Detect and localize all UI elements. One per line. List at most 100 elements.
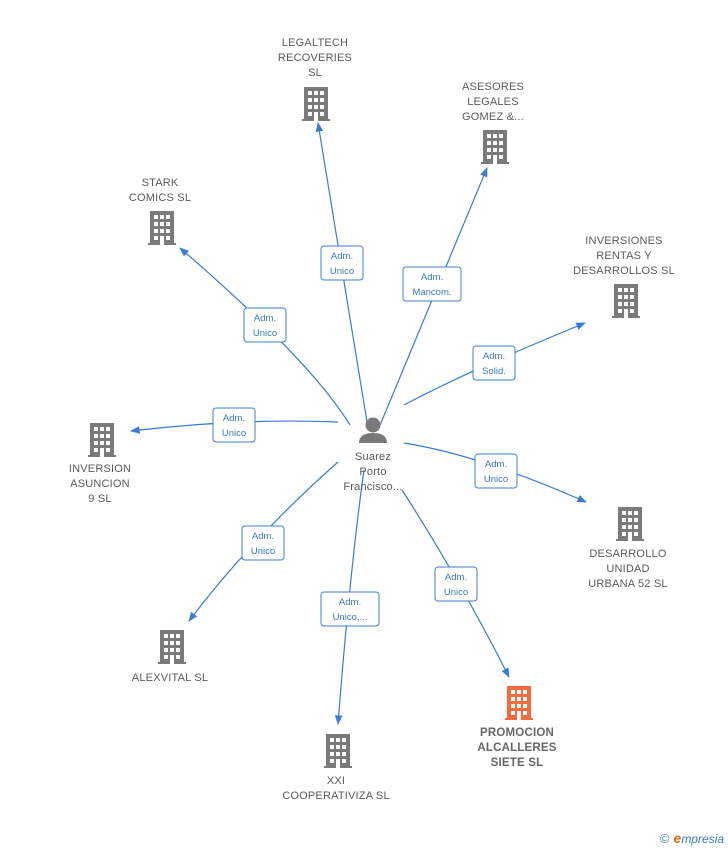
company-node-legaltech[interactable]: LEGALTECH RECOVERIES SL — [278, 37, 352, 121]
company-node-promocion[interactable]: PROMOCION ALCALLERES SIETE SL — [477, 686, 557, 769]
edge-line-xxi — [334, 469, 365, 725]
copyright-icon: © — [659, 831, 670, 846]
company-name-line: ALCALLERES — [477, 742, 556, 754]
company-name-line: GOMEZ &... — [462, 111, 524, 123]
company-name-line: LEGALTECH — [282, 37, 348, 49]
company-name-line: ASESORES — [462, 81, 524, 93]
edge-line-stark — [179, 247, 351, 426]
edge-label-box — [320, 591, 380, 627]
company-node-alexvital[interactable]: ALEXVITAL SL — [132, 630, 208, 684]
brand-watermark: ©empresia — [660, 830, 724, 846]
edge-label-xxi[interactable]: Adm. Unico,... — [320, 591, 380, 627]
edge-label-asesores[interactable]: Adm. Mancom. — [402, 266, 462, 302]
edge-label-inversion[interactable]: Adm. Unico — [212, 407, 256, 443]
company-name-line: INVERSIONES — [585, 235, 662, 247]
company-name-line: COMICS SL — [129, 192, 191, 204]
edge-legaltech: Adm. Unico — [315, 122, 369, 429]
edge-label-line: Unico — [222, 428, 246, 439]
edge-line-legaltech — [315, 122, 369, 429]
edge-promocion: Adm. Unico — [401, 489, 510, 678]
building-icon — [302, 87, 330, 121]
building-icon — [148, 211, 176, 245]
edge-label-legaltech[interactable]: Adm. Unico — [320, 245, 364, 281]
center-name-line: Francisco... — [343, 481, 402, 493]
company-name-line: STARK — [142, 177, 179, 189]
company-node-desarrollo[interactable]: DESARROLLO UNIDAD URBANA 52 SL — [588, 507, 668, 590]
building-icon — [616, 507, 644, 541]
center-name-line: Suarez — [355, 451, 391, 463]
edge-label-box — [434, 566, 478, 602]
company-node-stark[interactable]: STARK COMICS SL — [129, 177, 191, 245]
edge-label-line: Solid. — [482, 366, 506, 377]
edge-label-box — [320, 245, 364, 281]
edge-label-line: Adm. — [485, 459, 507, 470]
edge-label-inversiones[interactable]: Adm. Solid. — [472, 345, 516, 381]
building-icon — [481, 130, 509, 164]
edge-label-line: Adm. — [421, 272, 443, 283]
edge-label-line: Unico — [253, 328, 277, 339]
edge-inversion: Adm. Unico — [130, 407, 339, 443]
company-node-xxi[interactable]: XXI COOPERATIVIZA SL — [282, 734, 390, 802]
company-name-line: ASUNCION — [70, 478, 130, 490]
edge-label-line: Adm. — [223, 413, 245, 424]
edge-label-alexvital[interactable]: Adm. Unico — [241, 525, 285, 561]
company-name-line: RECOVERIES — [278, 52, 352, 64]
building-icon — [158, 630, 186, 664]
center-name-line: Porto — [359, 466, 386, 478]
company-name-line: INVERSION — [69, 463, 131, 475]
edge-label-line: Adm. — [483, 351, 505, 362]
edge-label-box — [241, 525, 285, 561]
edge-label-line: Unico — [251, 546, 275, 557]
edge-label-line: Unico — [330, 266, 354, 277]
edges-layer: Adm.UnicoAdm.Mancom.Adm.UnicoAdm.Solid.A… — [130, 122, 587, 725]
edge-line-asesores — [377, 167, 488, 431]
edge-label-line: Mancom. — [412, 287, 451, 298]
edge-label-desarrollo[interactable]: Adm. Unico — [474, 453, 518, 489]
company-name-line: SL — [308, 67, 322, 79]
building-icon — [505, 686, 533, 720]
company-node-inversiones[interactable]: INVERSIONES RENTAS Y DESARROLLOS SL — [573, 235, 675, 318]
edge-asesores: Adm. Mancom. — [377, 167, 488, 431]
company-node-inversion[interactable]: INVERSION ASUNCION 9 SL — [69, 423, 131, 505]
edge-label-line: Unico — [444, 587, 468, 598]
company-name-line: PROMOCION — [480, 727, 554, 739]
edge-label-line: Unico,... — [333, 612, 368, 623]
edge-label-stark[interactable]: Adm. Unico — [243, 307, 287, 343]
company-name-line: 9 SL — [88, 493, 111, 505]
edge-desarrollo: Adm. Unico — [403, 442, 587, 503]
edge-label-box — [243, 307, 287, 343]
brand-logo-text: mpresia — [681, 832, 724, 846]
edge-label-box — [472, 345, 516, 381]
edge-label-box — [402, 266, 462, 302]
edge-label-line: Adm. — [252, 531, 274, 542]
edge-label-line: Unico — [484, 474, 508, 485]
company-name-line: UNIDAD — [606, 563, 649, 575]
company-name-line: RENTAS Y — [596, 250, 652, 262]
company-node-asesores[interactable]: ASESORES LEGALES GOMEZ &... — [462, 81, 524, 164]
edge-label-promocion[interactable]: Adm. Unico — [434, 566, 478, 602]
company-name-line: ALEXVITAL SL — [132, 672, 208, 684]
edge-label-line: Adm. — [339, 597, 361, 608]
company-name-line: LEGALES — [467, 96, 519, 108]
company-name-line: DESARROLLOS SL — [573, 265, 675, 277]
company-name-line: XXI — [327, 775, 345, 787]
edge-xxi: Adm. Unico,... — [320, 469, 380, 725]
edge-label-line: Adm. — [254, 313, 276, 324]
company-name-line: DESARROLLO — [589, 548, 666, 560]
edge-label-line: Adm. — [445, 572, 467, 583]
company-name-line: SIETE SL — [491, 757, 544, 769]
company-name-line: URBANA 52 SL — [588, 578, 667, 590]
edge-alexvital: Adm. Unico — [188, 461, 339, 622]
nodes-layer: LEGALTECH RECOVERIES SL ASESORES LEGALES GOME… — [69, 37, 675, 802]
edge-label-box — [474, 453, 518, 489]
company-name-line: COOPERATIVIZA SL — [282, 790, 390, 802]
edge-label-box — [212, 407, 256, 443]
edge-stark: Adm. Unico — [179, 247, 351, 426]
person-icon — [359, 417, 387, 443]
building-icon — [612, 284, 640, 318]
edge-label-line: Adm. — [331, 251, 353, 262]
building-icon — [324, 734, 352, 768]
